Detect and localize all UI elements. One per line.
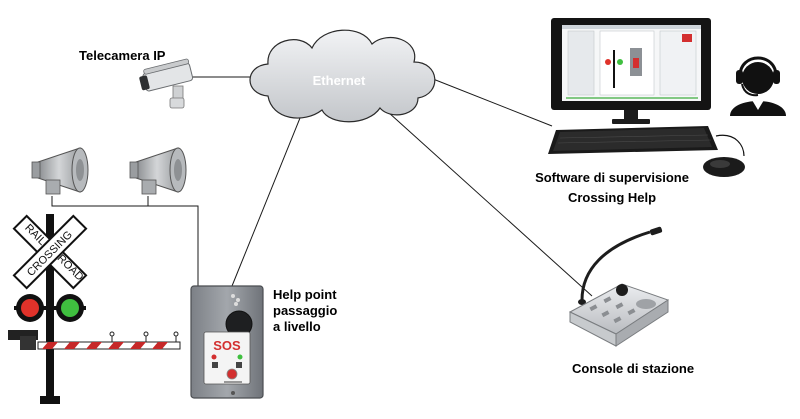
link-console-ethernet <box>387 111 593 297</box>
connection-lines <box>51 76 593 297</box>
software-label-line-1: Software di supervisione <box>535 170 689 185</box>
camera-label: Telecamera IP <box>79 48 166 63</box>
horn-speaker-icon-2 <box>129 147 187 195</box>
help-point-label-line-3: a livello <box>273 319 321 334</box>
ethernet-label: Ethernet <box>313 73 366 88</box>
ip-camera-icon <box>139 58 194 109</box>
signal-green-light <box>56 294 84 322</box>
sos-panel-text: SOS <box>213 338 241 353</box>
sos-help-point-icon: SOS <box>190 285 264 399</box>
station-console-icon <box>568 226 670 347</box>
console-label: Console di stazione <box>572 361 695 376</box>
software-label-line-2: Crossing Help <box>567 190 657 205</box>
help-point-label: Help point passaggio a livello <box>273 287 337 335</box>
help-point-label-line-2: passaggio <box>273 303 338 318</box>
help-point-label-line-1: Help point <box>273 287 337 302</box>
link-software-ethernet <box>427 76 553 127</box>
horn-speaker-icon <box>31 147 89 195</box>
software-label: Software di supervisione Crossing Help <box>528 168 696 208</box>
monitor-icon <box>551 18 711 124</box>
mouse-icon <box>703 134 745 177</box>
crossing-barrier <box>8 330 181 350</box>
signal-red-light <box>16 294 44 322</box>
keyboard-icon <box>548 126 718 154</box>
railroad-crossing-icon: RAIL ROAD CROSSING <box>8 214 181 404</box>
ethernet-cloud: Ethernet <box>249 29 436 123</box>
link-speakers-help <box>51 196 199 290</box>
headset-operator-icon <box>730 56 786 116</box>
link-help-ethernet <box>231 117 301 287</box>
